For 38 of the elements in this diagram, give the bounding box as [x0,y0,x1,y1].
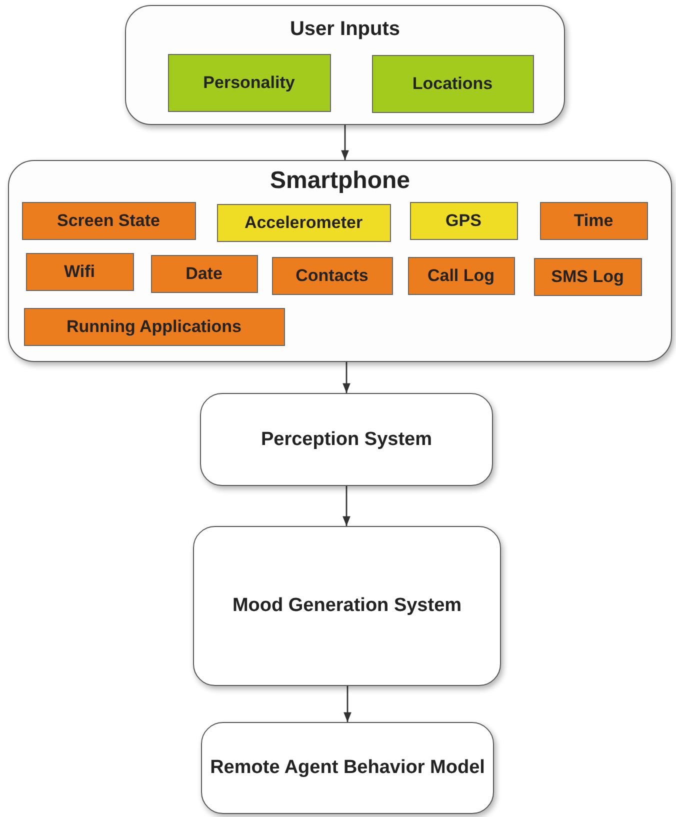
box-label: Time [574,210,614,230]
box-label: SMS Log [551,266,624,286]
box-label: Locations [412,74,493,94]
input-box [150,254,258,292]
box-label: Perception System [260,428,432,452]
arrow [341,125,349,160]
group-panel [125,5,565,125]
process-box [200,393,493,486]
box-label: Personality [203,72,295,92]
arrow [342,362,350,393]
process-box [201,722,494,814]
box-label: Mood Generation System [232,594,462,618]
box-label: Date [186,264,222,284]
box-label: Running Applications [66,316,242,336]
input-box [216,204,390,242]
process-box [193,526,501,686]
arrow [344,686,352,722]
input-box [410,202,518,240]
input-box [168,54,330,112]
input-box [540,202,648,240]
box-label: Remote Agent Behavior Model [210,756,485,780]
arrow [342,486,350,526]
box-label: Accelerometer [244,212,363,232]
input-box [408,256,514,294]
box-label: Screen State [57,210,160,230]
input-box [24,308,284,346]
group-title: User Inputs [288,18,402,41]
input-box [534,258,642,296]
input-box [272,256,392,294]
input-box [22,202,196,240]
input-box [26,252,134,290]
input-box [372,54,534,112]
group-title: Smartphone [268,167,411,195]
box-label: Contacts [296,266,368,286]
box-label: Call Log [427,266,495,286]
box-label: GPS [446,210,482,230]
group-panel [8,160,672,362]
box-label: Wifi [64,262,95,282]
